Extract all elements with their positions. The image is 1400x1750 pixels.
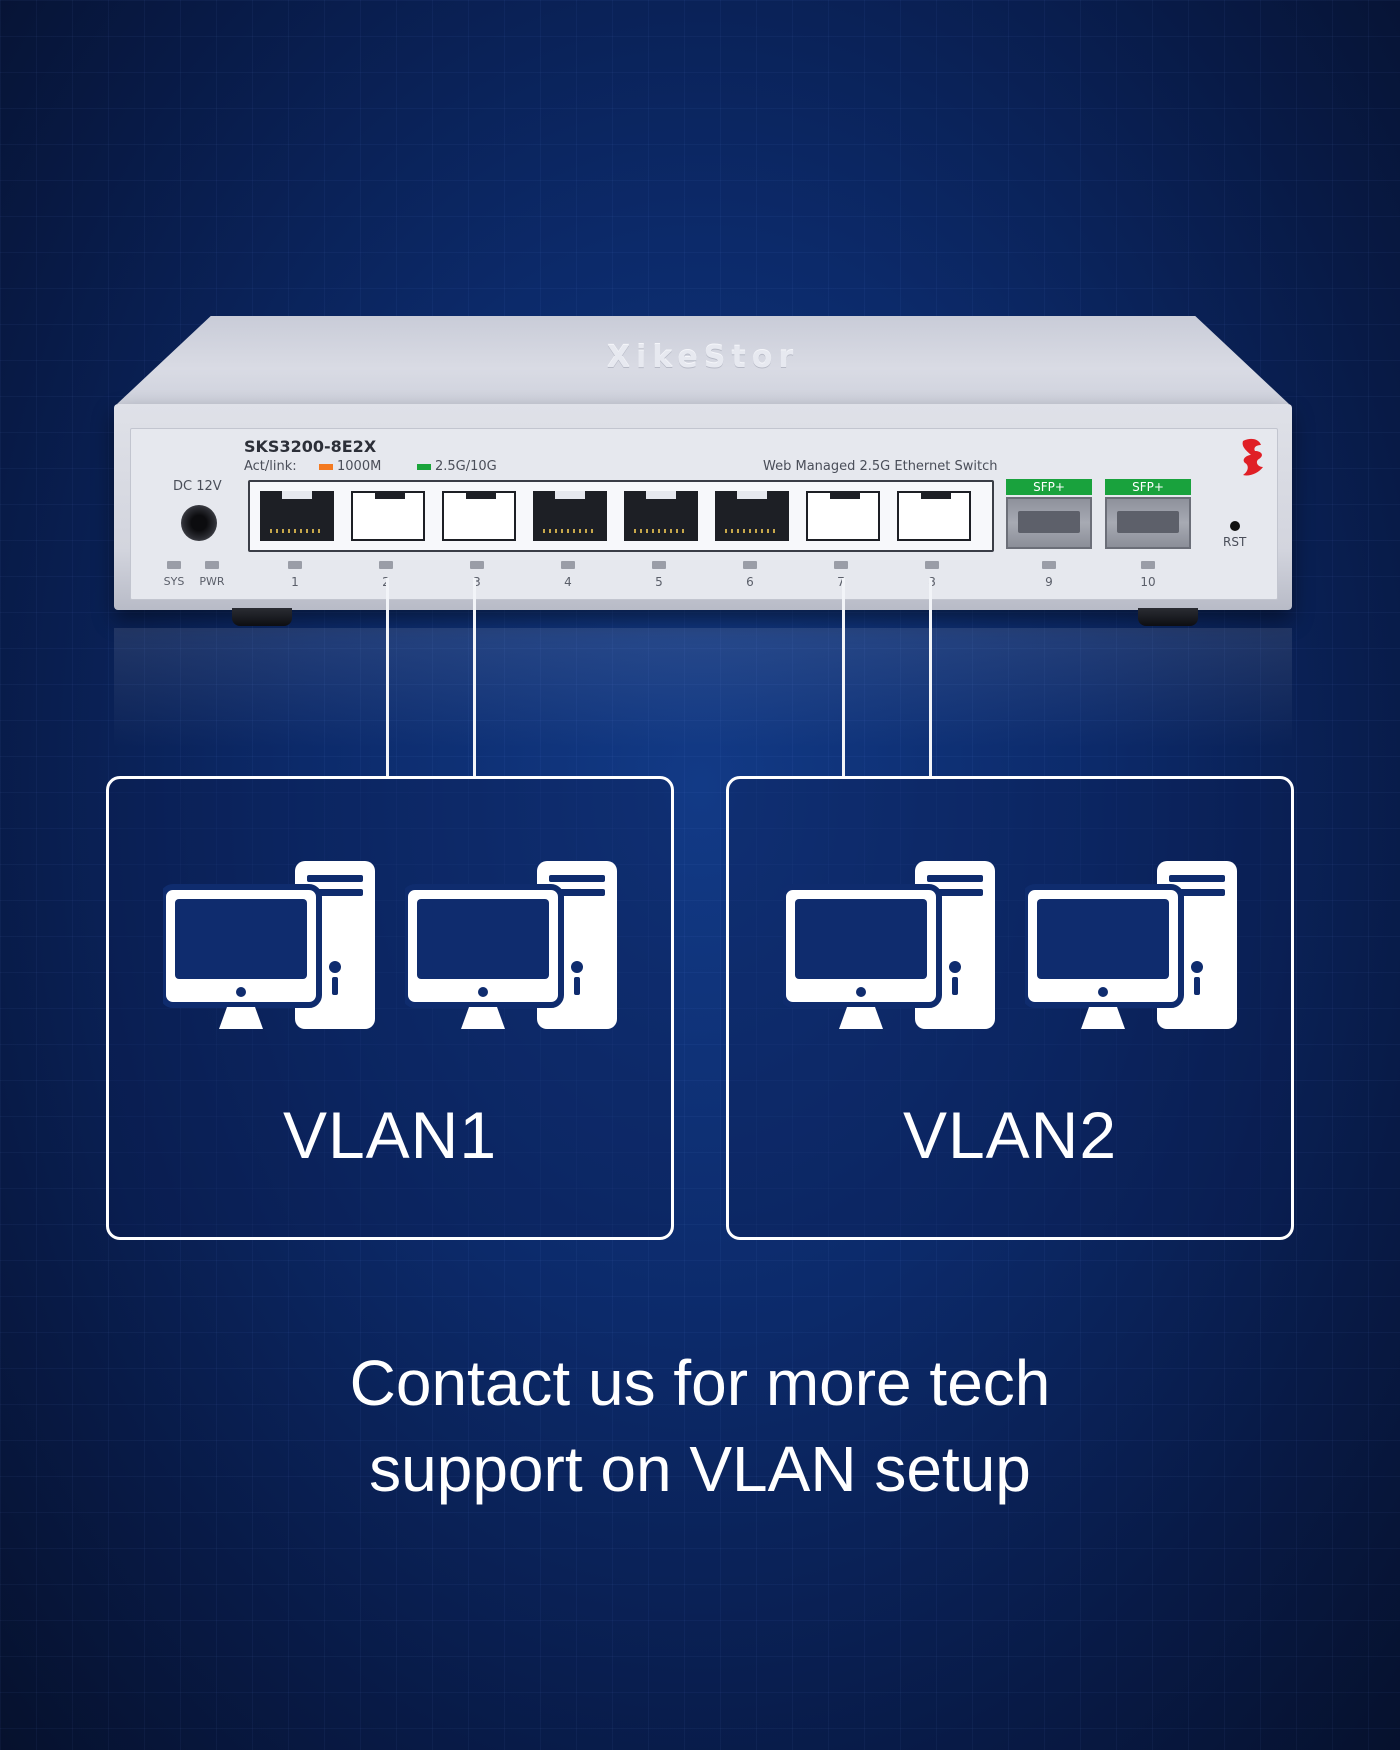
sfp-port-10[interactable] [1105, 497, 1191, 549]
led-port-10 [1141, 561, 1155, 569]
switch-top-surface: XikeStor [117, 316, 1289, 404]
led-port-8 [925, 561, 939, 569]
computer-icon [783, 861, 995, 1029]
legend-1000m: 1000M [319, 459, 381, 474]
led-port-4 [561, 561, 575, 569]
led-port-7 [834, 561, 848, 569]
rj45-port-1[interactable] [260, 491, 334, 541]
dc-power-jack[interactable] [181, 505, 217, 541]
port-number-3: 3 [473, 575, 481, 589]
cable-port-8 [929, 578, 932, 776]
legend-2-5g-10g: 2.5G/10G [417, 459, 497, 474]
rj45-port-3[interactable] [442, 491, 516, 541]
port-panel: SKS3200-8E2X Act/link: 1000M 2.5G/10G We… [130, 428, 1278, 600]
led-port-2 [379, 561, 393, 569]
sfp-label-10: SFP+ [1105, 479, 1191, 495]
act-link-label: Act/link: [244, 459, 297, 474]
switch-foot-right [1138, 608, 1198, 626]
support-message-line2: support on VLAN setup [369, 1433, 1031, 1505]
cable-port-7 [842, 578, 845, 776]
vlan2-group: VLAN2 [726, 776, 1294, 1240]
support-message: Contact us for more tech support on VLAN… [0, 1340, 1400, 1512]
computer-icon [1025, 861, 1237, 1029]
led-label-sys: SYS [163, 575, 185, 588]
port-number-9: 9 [1045, 575, 1053, 589]
switch-front-panel: SKS3200-8E2X Act/link: 1000M 2.5G/10G We… [114, 404, 1292, 610]
port-number-2: 2 [371, 575, 401, 589]
led-port-5 [652, 561, 666, 569]
port-number-6: 6 [746, 575, 754, 589]
rj45-port-8[interactable] [897, 491, 971, 541]
legend-swatch-orange [319, 463, 333, 470]
led-port-6 [743, 561, 757, 569]
brand-logo-icon [1242, 438, 1263, 476]
support-message-line1: Contact us for more tech [349, 1347, 1051, 1419]
rj45-port-7[interactable] [806, 491, 880, 541]
reset-label: RST [1223, 535, 1247, 549]
port-number-10: 10 [1140, 575, 1156, 589]
cable-port-2 [386, 578, 389, 776]
device-description: Web Managed 2.5G Ethernet Switch [763, 459, 998, 474]
sfp-label-9: SFP+ [1006, 479, 1092, 495]
vlan1-title: VLAN1 [282, 1098, 498, 1172]
rj45-port-6[interactable] [715, 491, 789, 541]
led-port-9 [1042, 561, 1056, 569]
led-port-3 [470, 561, 484, 569]
dc-label: DC 12V [173, 479, 222, 494]
brand-emboss: XikeStor [606, 340, 800, 375]
computer-icon [163, 861, 375, 1029]
led-port-1 [288, 561, 302, 569]
led-label-pwr: PWR [199, 575, 225, 588]
vlan2-title: VLAN2 [902, 1098, 1118, 1172]
rj45-port-group [248, 480, 994, 552]
model-label: SKS3200-8E2X [244, 437, 377, 456]
port-number-4: 4 [564, 575, 572, 589]
rj45-port-2[interactable] [351, 491, 425, 541]
switch-reflection [114, 628, 1292, 748]
rj45-port-5[interactable] [624, 491, 698, 541]
port-number-7: 7 [837, 575, 845, 589]
port-number-1: 1 [291, 575, 299, 589]
switch-foot-left [232, 608, 292, 626]
legend-swatch-green [417, 463, 431, 470]
port-number-5: 5 [655, 575, 663, 589]
computer-icon [405, 861, 617, 1029]
reset-button[interactable] [1230, 521, 1240, 531]
sfp-port-9[interactable] [1006, 497, 1092, 549]
port-number-8: 8 [917, 575, 947, 589]
led-pwr [205, 561, 219, 569]
cable-port-3 [473, 578, 476, 776]
led-sys [167, 561, 181, 569]
vlan1-group: VLAN1 [106, 776, 674, 1240]
rj45-port-4[interactable] [533, 491, 607, 541]
